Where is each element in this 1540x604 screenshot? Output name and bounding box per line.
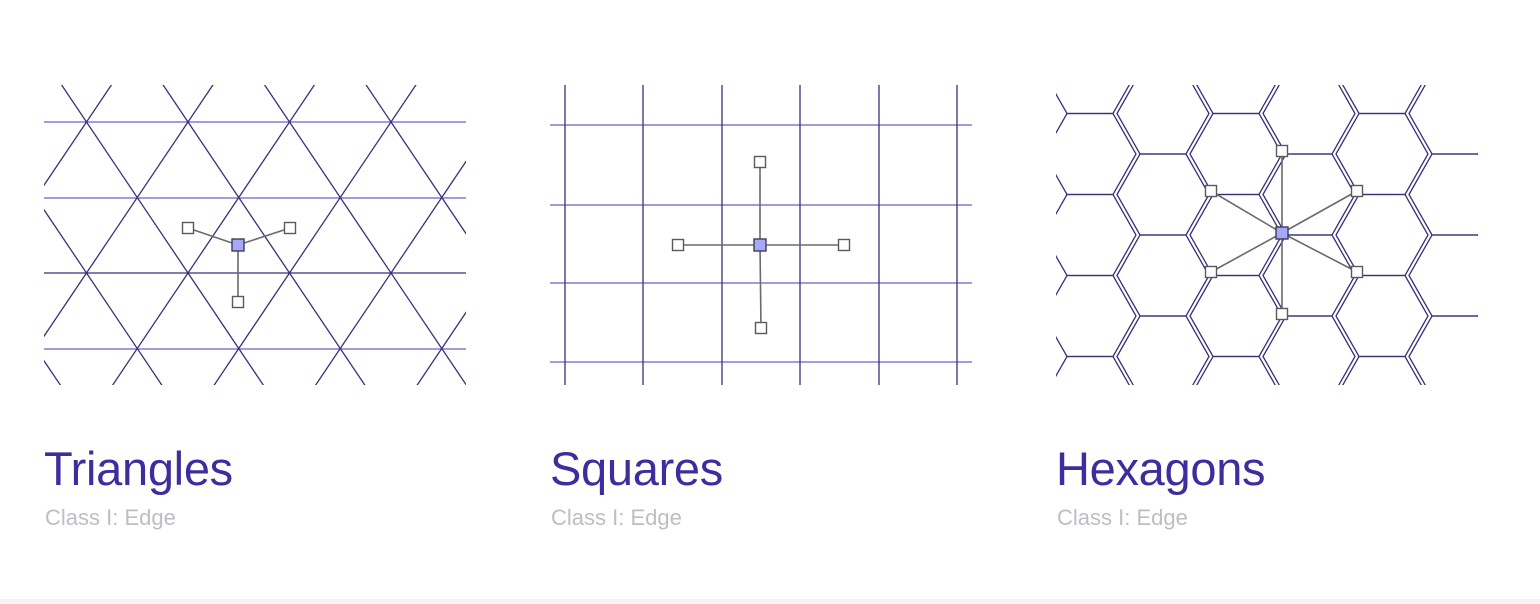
grid-line	[44, 208, 163, 385]
neighbor-node	[671, 238, 685, 252]
hex-cell	[1189, 112, 1283, 196]
grid-line	[213, 85, 417, 385]
hex-cell	[1196, 355, 1276, 385]
hex-cell	[1342, 355, 1422, 385]
hex-cell	[1116, 315, 1210, 385]
grid-line	[44, 85, 113, 187]
center-node	[231, 238, 245, 252]
card-title: Triangles	[44, 442, 233, 495]
neighbor-node	[1275, 307, 1289, 321]
connector-line	[187, 227, 239, 246]
hex-cell	[1335, 112, 1429, 196]
grid-line	[263, 85, 466, 385]
hexagons-card: Hexagons Class I: Edge	[1056, 85, 1478, 530]
grid-line	[314, 160, 466, 385]
neighbor-node	[181, 221, 195, 235]
center-node	[1275, 226, 1289, 240]
hex-cell	[1408, 315, 1478, 385]
grid-line	[111, 85, 316, 385]
connector-line	[1281, 232, 1358, 273]
hex-cell	[1408, 85, 1478, 155]
center-node	[753, 238, 767, 252]
card-subtitle: Class I: Edge	[551, 505, 682, 530]
hex-cell	[1408, 234, 1478, 317]
hex-cell	[1196, 85, 1276, 115]
card-title: Hexagons	[1056, 442, 1266, 495]
grid-line	[461, 85, 466, 385]
hex-cell	[1408, 153, 1478, 236]
grid-line	[416, 311, 466, 385]
hexagon-lattice	[1056, 85, 1478, 385]
connector-line	[1210, 232, 1283, 273]
card-title: Squares	[550, 442, 723, 495]
neighbor-node	[753, 155, 767, 169]
connector-line	[1210, 190, 1283, 234]
triangle-lattice	[44, 85, 466, 385]
card-subtitle: Class I: Edge	[45, 505, 176, 530]
hexagon-grid-diagram	[1056, 85, 1478, 385]
connector-line	[237, 227, 291, 246]
card-subtitle: Class I: Edge	[1057, 505, 1188, 530]
neighbor-node	[1204, 184, 1218, 198]
hex-cell	[1342, 85, 1422, 115]
neighbor-node	[1204, 265, 1218, 279]
connector-line	[759, 244, 762, 329]
square-grid-diagram	[550, 85, 972, 385]
grid-line	[162, 85, 366, 385]
grid-line	[60, 85, 265, 385]
hex-cell	[1189, 274, 1283, 358]
bottom-divider	[0, 599, 1540, 604]
triangle-grid-diagram	[44, 85, 466, 385]
neighbor-node	[837, 238, 851, 252]
connector-line	[1281, 190, 1358, 234]
triangles-card: Triangles Class I: Edge	[44, 85, 466, 530]
grid-line	[44, 85, 214, 338]
neighbor-node	[754, 321, 768, 335]
neighbor-node	[283, 221, 297, 235]
squares-card: Squares Class I: Edge	[550, 85, 972, 530]
hex-cell	[1262, 153, 1356, 236]
hex-cell	[1335, 193, 1429, 277]
grid-line	[44, 359, 62, 385]
hex-cell	[1056, 85, 1130, 115]
neighbor-node	[1275, 144, 1289, 158]
neighbor-node	[1350, 184, 1364, 198]
neighbor-node	[1350, 265, 1364, 279]
hex-cell	[1116, 234, 1210, 317]
hex-cell	[1116, 153, 1210, 236]
hex-cell	[1335, 274, 1429, 358]
grid-line	[365, 85, 466, 235]
hex-cell	[1056, 355, 1130, 385]
neighbor-node	[231, 295, 245, 309]
